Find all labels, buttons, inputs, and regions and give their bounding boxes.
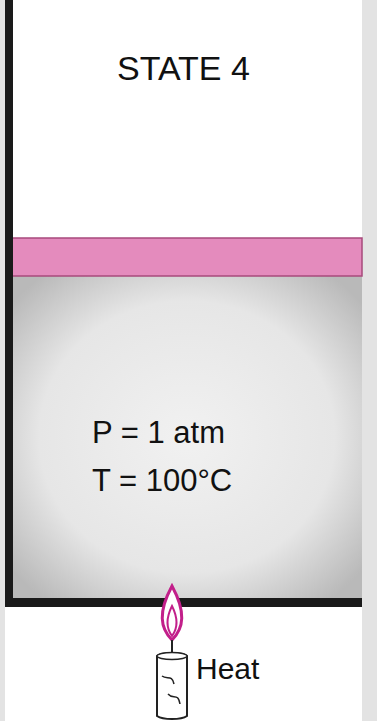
heat-label: Heat [196,652,259,685]
state-property: P = 1 atm [92,416,225,450]
state-property: T = 100°C [92,464,232,498]
gas-region: P = 1 atm T = 100°C [12,276,362,598]
candle [157,586,187,719]
state-label: STATE 4 [117,50,250,87]
